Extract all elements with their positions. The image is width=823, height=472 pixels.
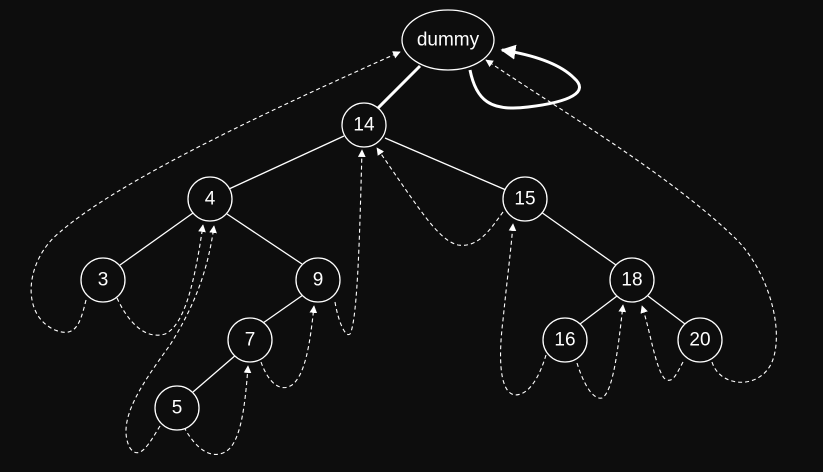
thread-5-4 [125,225,217,454]
thread-20-18 [640,305,684,381]
thread-20-dummy [485,59,777,383]
node-7-label: 7 [245,330,256,351]
node-15 [502,176,548,222]
edge-4-9 [226,213,303,265]
node-15-label: 15 [514,189,535,210]
node-3-label: 3 [98,270,109,291]
node-14 [341,102,387,148]
edge-18-20 [647,295,686,325]
edge-18-16 [579,295,618,325]
dummy-self-loop [468,44,581,110]
node-9-label: 9 [313,270,324,291]
thread-16-18 [576,304,627,399]
thread-3-4 [116,224,206,336]
node-18 [609,257,655,303]
node-dummy [401,9,495,71]
node-20 [677,317,723,363]
node-16 [542,317,588,363]
node-7 [227,317,273,363]
edge-4-3 [119,212,194,266]
node-4-label: 4 [205,189,216,210]
node-9 [295,257,341,303]
node-18-label: 18 [621,270,642,291]
edge-9-7 [262,294,304,324]
edge-14-15 [384,137,507,191]
edge-dummy-14 [376,64,422,110]
node-16-label: 16 [554,330,575,351]
edge-14-4 [228,135,345,190]
node-14-label: 14 [353,115,375,136]
node-3 [80,257,126,303]
node-4 [187,176,233,222]
thread-5-7 [183,365,252,455]
node-20-label: 20 [689,330,710,351]
edge-7-5 [192,353,238,393]
thread-3-dummy [30,51,401,333]
thread-16-15 [500,223,547,396]
node-5 [154,385,200,431]
thread-9-14 [334,149,366,336]
node-dummy-label: dummy [417,30,480,51]
thread-15-14 [376,147,504,246]
node-5-label: 5 [172,398,183,419]
edge-15-18 [540,211,617,266]
thread-7-9 [260,305,318,389]
